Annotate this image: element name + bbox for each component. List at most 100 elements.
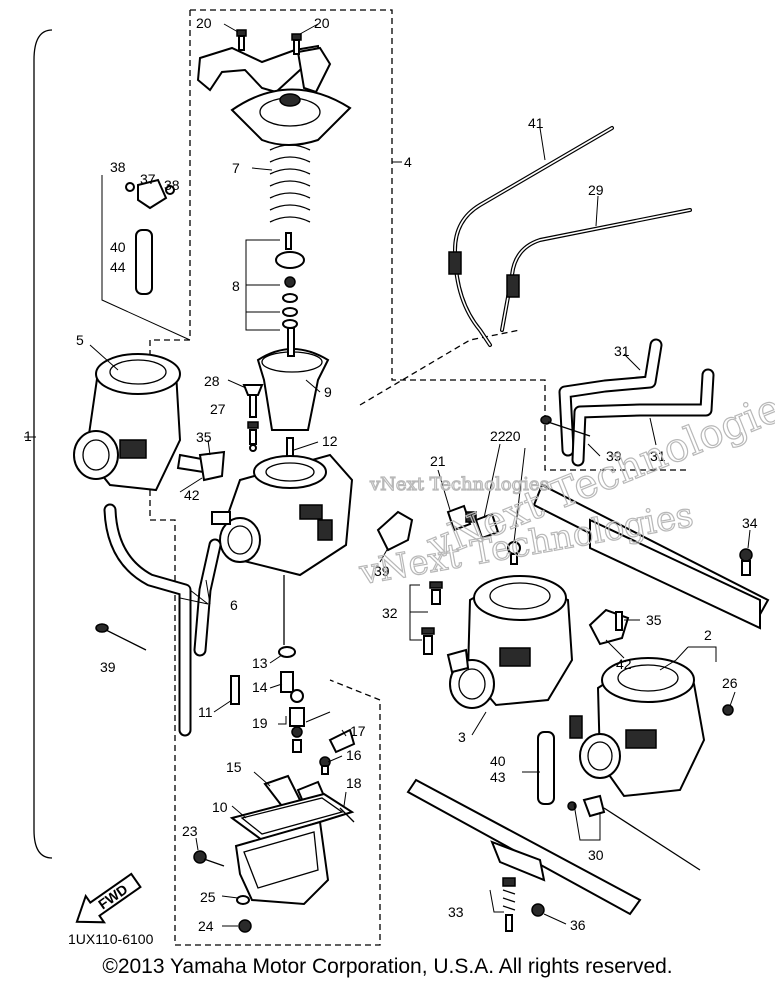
screw-36 xyxy=(531,903,545,917)
part-label-42-a: 42 xyxy=(184,487,200,503)
jet-needle-set-8 xyxy=(275,232,305,329)
part-label-34: 34 xyxy=(742,515,758,531)
part-label-32: 32 xyxy=(382,605,398,621)
part-label-31-a: 31 xyxy=(614,343,630,359)
carburetor-5 xyxy=(73,353,220,492)
screw-24 xyxy=(238,919,252,933)
screw-23 xyxy=(193,850,225,867)
screw-39-right xyxy=(540,415,591,437)
screw-20-right xyxy=(291,33,302,55)
screw-20-left xyxy=(236,29,247,51)
part-label-20-a: 20 xyxy=(196,15,212,31)
part-label-40-a: 40 xyxy=(110,239,126,255)
spring-set-32 xyxy=(421,581,443,655)
copyright-notice: ©2013 Yamaha Motor Corporation, U.S.A. A… xyxy=(102,955,673,978)
part-label-41: 41 xyxy=(528,115,544,131)
part-label-33: 33 xyxy=(448,904,464,920)
part-label-17: 17 xyxy=(350,723,366,739)
carburetor-2 xyxy=(569,657,706,798)
piston-spring-7 xyxy=(269,144,311,223)
screw-28 xyxy=(242,384,264,418)
part-label-27: 27 xyxy=(210,401,226,417)
part-label-42-b: 42 xyxy=(616,656,632,672)
link-bracket xyxy=(376,510,414,552)
float-needle-19 xyxy=(289,689,305,753)
hoses-6 xyxy=(103,503,222,737)
screw-34 xyxy=(739,548,753,576)
lever-35-left xyxy=(198,450,226,482)
carburetor-body-center xyxy=(211,453,354,577)
part-label-2: 2 xyxy=(704,627,712,643)
part-label-7: 7 xyxy=(232,160,240,176)
assembly-bracket-1 xyxy=(33,29,53,859)
part-label-22: 22 xyxy=(490,428,506,444)
group-outline-bottom xyxy=(175,679,381,946)
part-label-30: 30 xyxy=(588,847,604,863)
part-label-35-a: 35 xyxy=(196,429,212,445)
linkage-lever xyxy=(196,44,322,94)
part-label-11: 11 xyxy=(198,704,213,720)
fitting-21 xyxy=(446,504,477,532)
carburetor-3 xyxy=(446,575,574,709)
diagram-code: 1UX110-6100 xyxy=(68,931,154,947)
lower-mounting-plate xyxy=(406,778,642,916)
screw-26 xyxy=(722,704,734,716)
part-label-5: 5 xyxy=(76,332,84,348)
pilot-screw-set-27 xyxy=(247,421,259,452)
screw-39-left xyxy=(95,623,147,651)
watermark-text-2: vNext Technologies xyxy=(369,474,549,495)
part-label-6: 6 xyxy=(230,597,238,613)
part-label-20-c: 20 xyxy=(505,428,521,444)
hose-40-43 xyxy=(537,731,555,805)
part-label-18: 18 xyxy=(346,775,362,791)
carburetor-top-cover xyxy=(230,88,352,146)
float-pin-17 xyxy=(328,728,356,754)
part-label-4: 4 xyxy=(404,154,412,170)
washer-13 xyxy=(278,646,296,658)
part-label-23: 23 xyxy=(182,823,198,839)
part-label-12: 12 xyxy=(322,433,338,449)
fitting-22 xyxy=(474,512,500,540)
throttle-cable-41 xyxy=(448,126,614,347)
leader-lines xyxy=(24,23,751,927)
part-label-15: 15 xyxy=(226,759,242,775)
part-label-38-a: 38 xyxy=(110,159,126,175)
fitting-37 xyxy=(125,178,175,210)
part-label-19: 19 xyxy=(252,715,268,731)
fwd-arrow-icon: FWD xyxy=(75,872,142,924)
hoses-31 xyxy=(558,338,715,467)
spring-screw-33 xyxy=(502,877,516,932)
screw-16 xyxy=(319,756,331,775)
part-label-26: 26 xyxy=(722,675,738,691)
part-label-10: 10 xyxy=(212,799,228,815)
part-label-28: 28 xyxy=(204,373,220,389)
jet-holder-11 xyxy=(230,675,240,705)
part-label-39-a: 39 xyxy=(100,659,116,675)
part-label-35-b: 35 xyxy=(646,612,662,628)
part-label-37: 37 xyxy=(140,171,156,187)
part-labels: 1 2 3 4 5 6 7 8 9 10 11 12 13 14 15 16 1… xyxy=(24,15,758,934)
carburetor-exploded-diagram: 1 2 3 4 5 6 7 8 9 10 11 12 13 14 15 16 1… xyxy=(24,9,775,947)
part-label-39-b: 39 xyxy=(606,448,622,464)
part-label-39-c: 39 xyxy=(374,563,390,579)
part-label-16: 16 xyxy=(346,747,362,763)
part-label-43: 43 xyxy=(490,769,506,785)
part-label-20-b: 20 xyxy=(314,15,330,31)
float-bowl xyxy=(234,820,330,906)
lever-arm xyxy=(296,46,332,94)
part-label-21: 21 xyxy=(430,453,446,469)
part-label-36: 36 xyxy=(570,917,586,933)
drain-plug-25 xyxy=(236,895,250,905)
part-label-38-b: 38 xyxy=(164,177,180,193)
part-label-31-b: 31 xyxy=(650,448,666,464)
part-label-44: 44 xyxy=(110,259,126,275)
part-label-24: 24 xyxy=(198,918,214,934)
part-label-3: 3 xyxy=(458,729,466,745)
drain-screw-18 xyxy=(339,807,355,823)
part-label-40-b: 40 xyxy=(490,753,506,769)
part-label-13: 13 xyxy=(252,655,268,671)
hose-40-44 xyxy=(135,229,153,295)
bracket-set-30 xyxy=(567,794,701,871)
part-label-29: 29 xyxy=(588,182,604,198)
gasket-10 xyxy=(229,792,355,842)
